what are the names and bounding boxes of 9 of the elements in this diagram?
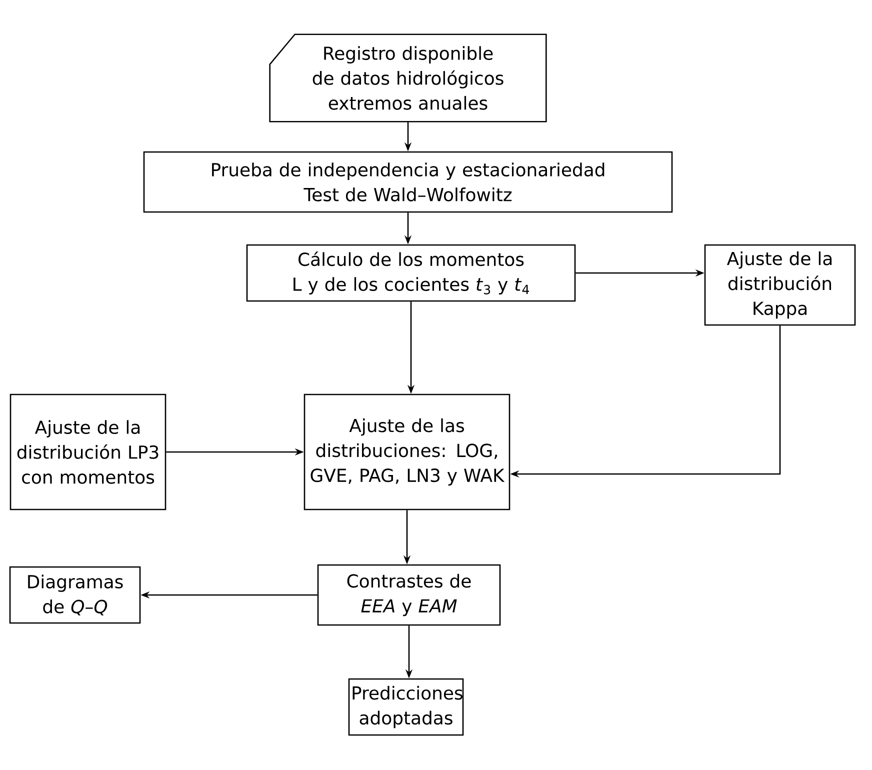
data-card: Registro disponible de datos hidrológicos extremos anuales — [269, 34, 547, 122]
process-box: Ajuste de la distribución Kappa — [704, 244, 856, 326]
process-box: Cálculo de los momentos L y de los cocientes t$_{3}$ y t$_{4}$ — [246, 244, 576, 302]
process-box: Prueba de independencia y estacionariedad Test de Wald–Wolfowitz — [143, 151, 673, 213]
process-box: Ajuste de la distribución LP3 con momentos — [10, 394, 166, 510]
process-box: Predicciones adoptadas — [348, 678, 464, 736]
process-box: Ajuste de las distribuciones: LOG, GVE, PAG, LN3 y WAK — [304, 394, 510, 510]
process-box: Contrastes de EEA y EAM — [317, 564, 501, 626]
process-box: Diagramas de Q–Q — [9, 566, 141, 624]
